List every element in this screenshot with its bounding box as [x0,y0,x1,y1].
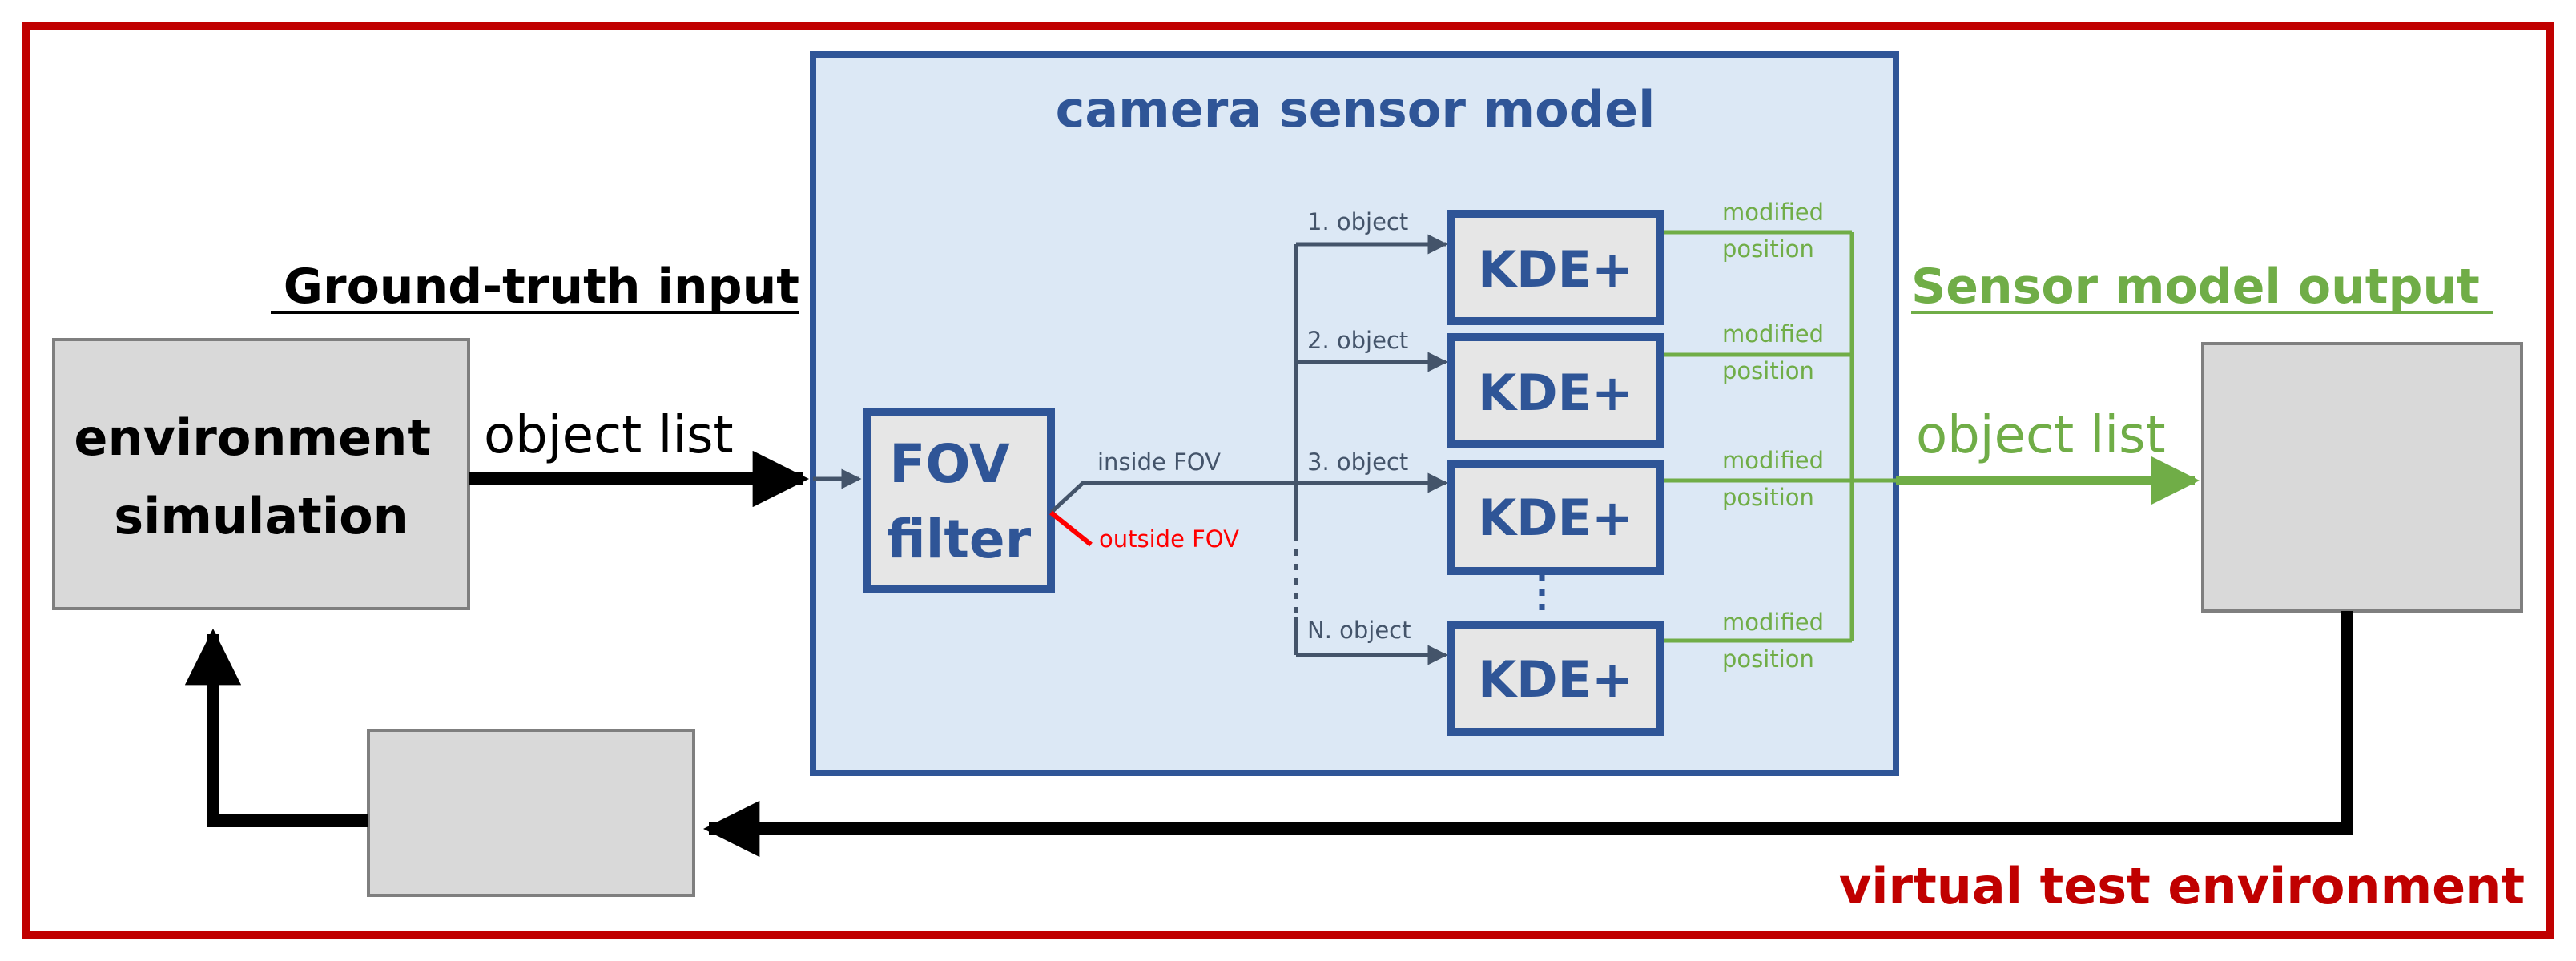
sensor-model-output-label: Sensor model output [1911,259,2480,315]
adas-function-box [2201,342,2523,613]
ground-truth-input-label: Ground-truth input [284,259,799,315]
environment-simulation-box [52,338,470,610]
object-label-2: 2. object [1307,327,1408,354]
kde-box-n [1447,621,1664,736]
object-label-n: N. object [1307,617,1411,644]
environment-simulation-label: environment simulation [74,408,448,545]
inside-fov-connector [1049,480,1296,514]
kde-label-1: KDE+ [1478,240,1633,299]
fov-filter-label: FOV filter [887,433,1032,570]
kde-box-3 [1447,460,1664,575]
object-list-input-label: object list [484,406,734,465]
kde-label-2: KDE+ [1478,364,1633,422]
kde-box-2 [1447,333,1664,448]
kde-box-1 [1447,210,1664,325]
fov-filter-box [863,408,1055,593]
outside-fov-connector [1049,510,1093,547]
virtual-test-environment-label: virtual test environment [1839,857,2525,915]
inside-fov-label: inside FOV [1097,448,1221,476]
virtual-test-environment-frame [22,22,2554,939]
kde-label-3: KDE+ [1478,489,1633,547]
feedback-arrow-to-vehicle [702,611,2353,858]
object-label-3: 3. object [1307,448,1408,476]
camera-sensor-model-title: camera sensor model [1056,80,1656,139]
object-list-output-label: object list [1916,406,2166,465]
vehicle-dynamics-box [367,729,695,897]
kde-label-n: KDE+ [1478,650,1633,709]
outside-fov-label: outside FOV [1099,525,1239,553]
feedback-arrow-to-environment [184,628,368,827]
object-label-1: 1. object [1307,208,1408,235]
